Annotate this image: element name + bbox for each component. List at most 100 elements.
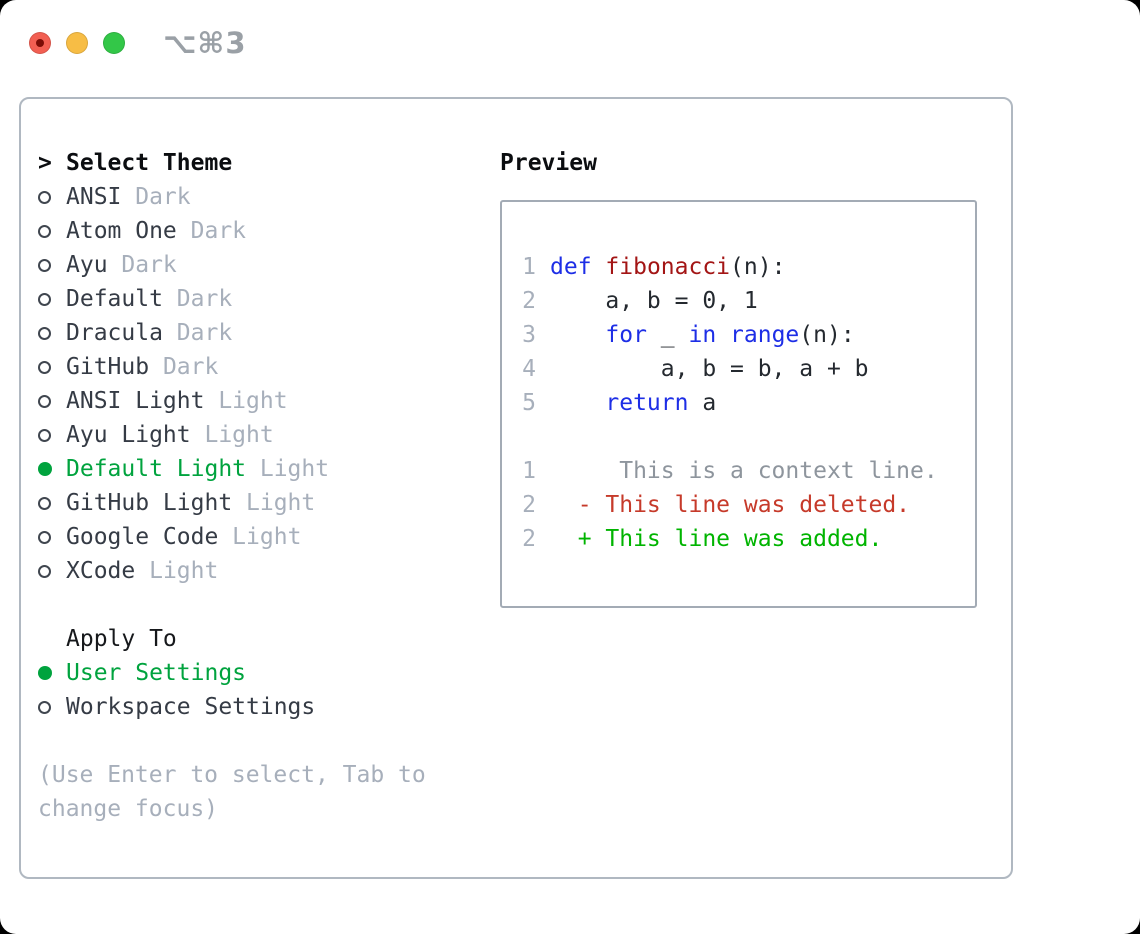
preview-line: 1 def fibonacci(n): xyxy=(522,250,965,284)
preview-line xyxy=(522,420,965,454)
theme-option[interactable]: Default Light Light xyxy=(38,452,463,486)
code-segment-code xyxy=(550,386,605,420)
radio-icon xyxy=(38,666,52,680)
preview-line: 2 + This line was added. xyxy=(522,522,965,556)
option-tag: Dark xyxy=(149,354,219,380)
code-segment-added: + This line was added. xyxy=(550,526,883,552)
theme-option[interactable]: Dracula Dark xyxy=(38,316,463,350)
code-segment-context: This is a context line. xyxy=(550,458,938,484)
option-tag: Dark xyxy=(121,184,191,210)
zoom-button[interactable] xyxy=(103,32,125,54)
option-label: XCode xyxy=(66,558,136,584)
apply-to-list: User Settings Workspace Settings xyxy=(38,656,463,724)
line-number: 2 xyxy=(522,492,536,518)
preview-line: 2 a, b = 0, 1 xyxy=(522,284,965,318)
preview-line: 3 for _ in range(n): xyxy=(522,318,965,352)
code-segment-code: (n): xyxy=(799,322,855,348)
code-segment-code: a, b = b, a + b xyxy=(550,356,869,382)
option-tag: Light xyxy=(246,456,330,482)
apply-to-option[interactable]: Workspace Settings xyxy=(38,690,463,724)
option-tag: Light xyxy=(232,490,316,516)
theme-option[interactable]: Atom One Dark xyxy=(38,214,463,248)
option-label: Dracula xyxy=(66,320,163,346)
code-segment-keyword: def xyxy=(550,254,592,280)
theme-option[interactable]: GitHub Dark xyxy=(38,350,463,384)
radio-icon xyxy=(38,326,51,340)
spacer xyxy=(38,724,463,758)
preview-line: 2 - This line was deleted. xyxy=(522,488,965,522)
code-segment-code: a, b = 0, 1 xyxy=(550,288,758,314)
radio-icon xyxy=(38,564,51,578)
radio-icon xyxy=(38,462,52,476)
option-label: Ayu Light xyxy=(66,422,191,448)
code-segment-keyword: return xyxy=(605,390,689,416)
spacer xyxy=(38,588,463,622)
line-number: 4 xyxy=(522,356,536,382)
select-theme-title: Select Theme xyxy=(66,150,233,176)
focus-caret-icon: > xyxy=(38,150,52,176)
option-label: ANSI Light xyxy=(66,388,205,414)
radio-icon xyxy=(38,292,51,306)
code-segment-code xyxy=(716,318,730,352)
minimize-button[interactable] xyxy=(66,32,88,54)
option-tag: Dark xyxy=(162,320,233,346)
option-label: User Settings xyxy=(66,660,247,686)
radio-icon xyxy=(38,190,51,204)
line-number: 1 xyxy=(522,254,536,280)
option-label: GitHub Light xyxy=(66,490,233,516)
radio-icon xyxy=(38,224,51,238)
radio-icon xyxy=(38,360,51,374)
theme-picker-column: > Select Theme ANSI Dark Atom One Dark A… xyxy=(38,146,463,826)
line-number: 3 xyxy=(522,322,536,348)
radio-icon xyxy=(38,258,51,272)
code-segment-keyword: in xyxy=(688,322,717,348)
line-number: 2 xyxy=(522,288,536,314)
apply-to-option[interactable]: User Settings xyxy=(38,656,463,690)
code-segment-code: _ xyxy=(646,322,689,348)
theme-option[interactable]: Google Code Light xyxy=(38,520,463,554)
option-tag: Light xyxy=(135,558,219,584)
preview-line: 1 This is a context line. xyxy=(522,454,965,488)
code-segment-code xyxy=(550,318,605,352)
window-shortcut-label: ⌥⌘3 xyxy=(163,26,247,60)
radio-icon xyxy=(38,496,51,510)
option-tag: Dark xyxy=(107,252,177,278)
close-button[interactable] xyxy=(29,32,51,54)
option-label: GitHub xyxy=(66,354,150,380)
theme-option[interactable]: Ayu Light Light xyxy=(38,418,463,452)
option-tag: Light xyxy=(204,388,288,414)
preview-line: 4 a, b = b, a + b xyxy=(522,352,965,386)
code-segment-function: fibonacci xyxy=(605,254,731,280)
option-tag: Light xyxy=(218,524,302,550)
theme-option[interactable]: Default Dark xyxy=(38,282,463,316)
titlebar: ⌥⌘3 xyxy=(29,26,247,60)
apply-to-header: Apply To xyxy=(66,626,177,652)
theme-option[interactable]: ANSI Dark xyxy=(38,180,463,214)
theme-option[interactable]: Ayu Dark xyxy=(38,248,463,282)
option-label: Default Light xyxy=(66,456,247,482)
theme-option[interactable]: XCode Light xyxy=(38,554,463,588)
option-label: Ayu xyxy=(66,252,108,278)
option-label: Google Code xyxy=(66,524,219,550)
option-tag: Dark xyxy=(176,218,247,244)
code-segment-keyword: range xyxy=(730,322,800,348)
option-tag: Light xyxy=(190,422,274,448)
help-text: (Use Enter to select, Tab to change focu… xyxy=(38,762,426,822)
option-label: Default xyxy=(66,286,163,312)
radio-icon xyxy=(38,530,51,544)
option-label: Atom One xyxy=(66,218,177,244)
theme-list: ANSI Dark Atom One Dark Ayu Dark Default… xyxy=(38,180,463,588)
line-number: 5 xyxy=(522,390,536,416)
code-segment-deleted: - This line was deleted. xyxy=(550,492,911,518)
theme-option[interactable]: ANSI Light Light xyxy=(38,384,463,418)
close-dot-icon xyxy=(36,39,44,47)
code-segment-code: a xyxy=(688,390,717,416)
code-segment-code: (n): xyxy=(730,254,786,280)
preview-title: Preview xyxy=(500,150,597,176)
theme-picker-panel: > Select Theme ANSI Dark Atom One Dark A… xyxy=(19,97,1013,879)
line-number: 1 xyxy=(522,458,536,484)
theme-option[interactable]: GitHub Light Light xyxy=(38,486,463,520)
